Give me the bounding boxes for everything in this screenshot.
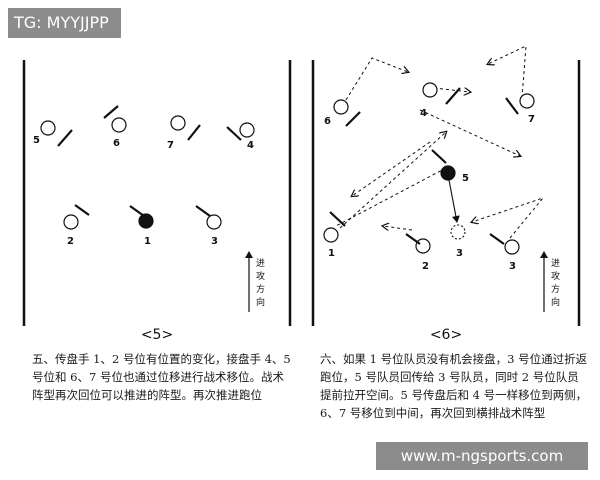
player-6: 6 [103, 105, 127, 149]
player-number: 7 [167, 140, 174, 151]
player-number: 1 [144, 236, 151, 247]
player-4: 4 [420, 82, 461, 119]
player-number: 7 [528, 114, 535, 125]
player-7: 7 [167, 115, 201, 151]
player-3-target: 3 [450, 224, 466, 259]
player-number: 5 [462, 173, 469, 184]
path-5-back [335, 167, 447, 227]
attack-direction-arrow: 进 攻 方 向 [540, 251, 560, 312]
movement-paths [335, 45, 545, 239]
path-3-return [472, 196, 545, 239]
player-number: 4 [420, 108, 427, 119]
player-7: 7 [505, 93, 535, 125]
player-number: 6 [113, 138, 120, 149]
direction-char: 进 [256, 258, 265, 269]
direction-char: 攻 [256, 270, 265, 282]
panel-label: <5> [141, 327, 173, 343]
direction-char: 方 [551, 283, 560, 295]
path-7-out [488, 45, 527, 99]
player-number: 2 [422, 261, 429, 272]
path-1-move [339, 132, 446, 229]
path-6-out [345, 57, 408, 101]
watermark-badge: TG: MYYJJPP [8, 8, 121, 38]
panel-6: 6 4 7 5 1 2 [311, 45, 581, 343]
player-number: 2 [67, 236, 74, 247]
pass-arrow [448, 179, 460, 223]
direction-char: 方 [256, 283, 265, 295]
player-number: 4 [247, 140, 254, 151]
player-number: 1 [328, 248, 335, 259]
direction-char: 攻 [551, 270, 560, 282]
player-number: 3 [211, 236, 218, 247]
panel-label: <6> [430, 327, 462, 343]
player-number: 6 [324, 116, 331, 127]
panel-5: 5 6 7 4 2 1 [22, 60, 292, 343]
player-4: 4 [226, 122, 255, 151]
player-number: 5 [33, 135, 40, 146]
path-2-move [383, 226, 413, 230]
direction-char: 向 [256, 296, 265, 308]
site-url-badge: www.m-ngsports.com [376, 442, 588, 470]
player-5: 5 [431, 149, 469, 184]
player-1: 1 [129, 205, 154, 247]
player-1: 1 [323, 211, 346, 259]
player-6: 6 [324, 99, 361, 127]
player-number: 3 [509, 261, 516, 272]
attack-direction-arrow: 进 攻 方 向 [245, 251, 265, 312]
direction-char: 向 [551, 296, 560, 308]
player-5: 5 [33, 120, 73, 147]
player-2: 2 [63, 204, 90, 247]
panel-6-caption: 六、如果 1 号位队员没有机会接盘，3 号位通过折返跑位，5 号队员回传给 3 … [320, 352, 588, 420]
player-2: 2 [405, 233, 431, 272]
path-5-pass [352, 141, 431, 196]
path-4-out [433, 88, 470, 92]
player-3: 3 [489, 233, 520, 272]
path-4-cross [419, 109, 520, 156]
player-3: 3 [195, 205, 222, 247]
player-number: 3 [456, 248, 463, 259]
direction-char: 进 [551, 258, 560, 269]
panel-5-caption: 五、传盘手 1、2 号位有位置的变化，接盘手 4、5 号位和 6、7 号位也通过… [32, 352, 291, 402]
